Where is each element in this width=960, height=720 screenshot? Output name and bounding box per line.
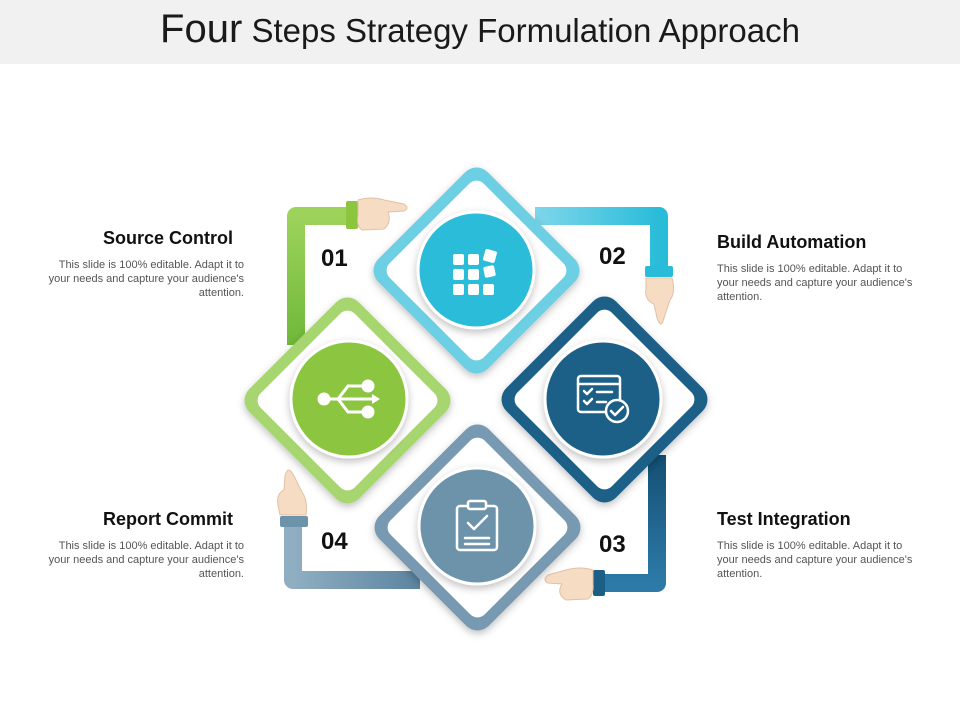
step-heading-01: Source Control <box>102 228 233 248</box>
hand-right-icon <box>645 266 675 325</box>
title-bar <box>0 0 960 64</box>
text-block-report-commit: Report Commit This slide is 100% editabl… <box>38 508 244 581</box>
text-block-test-integration: Test Integration This slide is 100% edit… <box>717 508 923 581</box>
connector-bars <box>284 207 668 592</box>
step-heading-02: Build Automation <box>717 232 867 252</box>
step-heading-04: Report Commit <box>103 509 233 529</box>
step-heading-03: Test Integration <box>717 509 851 529</box>
blocks-grid-icon <box>453 249 497 295</box>
usb-branch-icon <box>317 379 380 419</box>
step-desc-01: This slide is 100% editable. Adapt it to… <box>48 259 244 299</box>
step-desc-02: This slide is 100% editable. Adapt it to… <box>717 263 913 303</box>
checklist-check-icon <box>576 374 630 424</box>
circle-step-03 <box>543 339 663 459</box>
slide-title: Four Steps Strategy Formulation Approach <box>0 8 960 52</box>
step-number-04: 04 <box>321 528 348 555</box>
text-block-build-automation: Build Automation This slide is 100% edit… <box>717 231 923 304</box>
step-desc-04: This slide is 100% editable. Adapt it to… <box>48 540 244 580</box>
title-first-word: Four <box>160 7 243 51</box>
clipboard-check-icon <box>455 499 499 552</box>
hand-top-icon <box>346 197 408 231</box>
hand-left-icon <box>277 469 308 527</box>
connector-navy <box>600 455 666 592</box>
connector-slate <box>284 520 420 589</box>
step-number-03: 03 <box>599 531 626 558</box>
connector-green <box>287 207 350 345</box>
step-desc-03: This slide is 100% editable. Adapt it to… <box>717 540 913 580</box>
hand-bottom-icon <box>544 567 605 601</box>
step-number-01: 01 <box>321 245 348 272</box>
step-number-02: 02 <box>599 243 626 270</box>
text-block-source-control: Source Control This slide is 100% editab… <box>38 227 244 300</box>
title-rest: Steps Strategy Formulation Approach <box>251 12 800 49</box>
connector-cyan <box>535 207 668 275</box>
